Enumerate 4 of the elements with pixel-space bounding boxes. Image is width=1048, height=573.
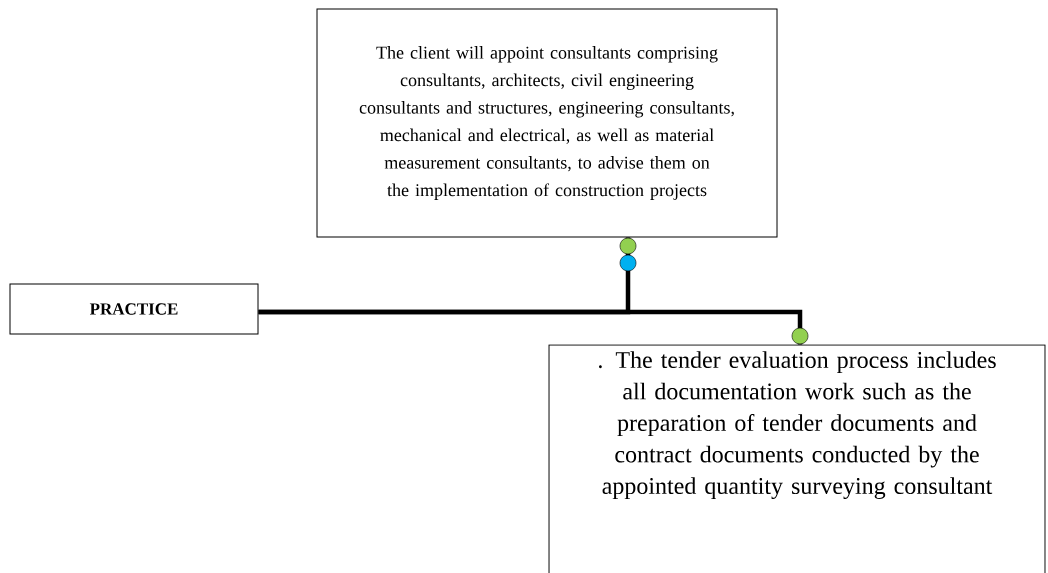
text-box: . The tender evaluation process includes all documentation work such as the preparation of tender documents and contract documents conducted by the appointed quantity surveying consultant bbox=[548, 344, 1046, 573]
connector bbox=[258, 309, 809, 345]
text-box: PRACTICE bbox=[9, 283, 259, 335]
text-box: The client will appoint consultants comprising consultants, architects, civil engineering consultants and structures, engineering consultants, mechanical and electrical, as well as material measurement consultants, to advise them on the implementation of construction projects bbox=[316, 8, 778, 238]
